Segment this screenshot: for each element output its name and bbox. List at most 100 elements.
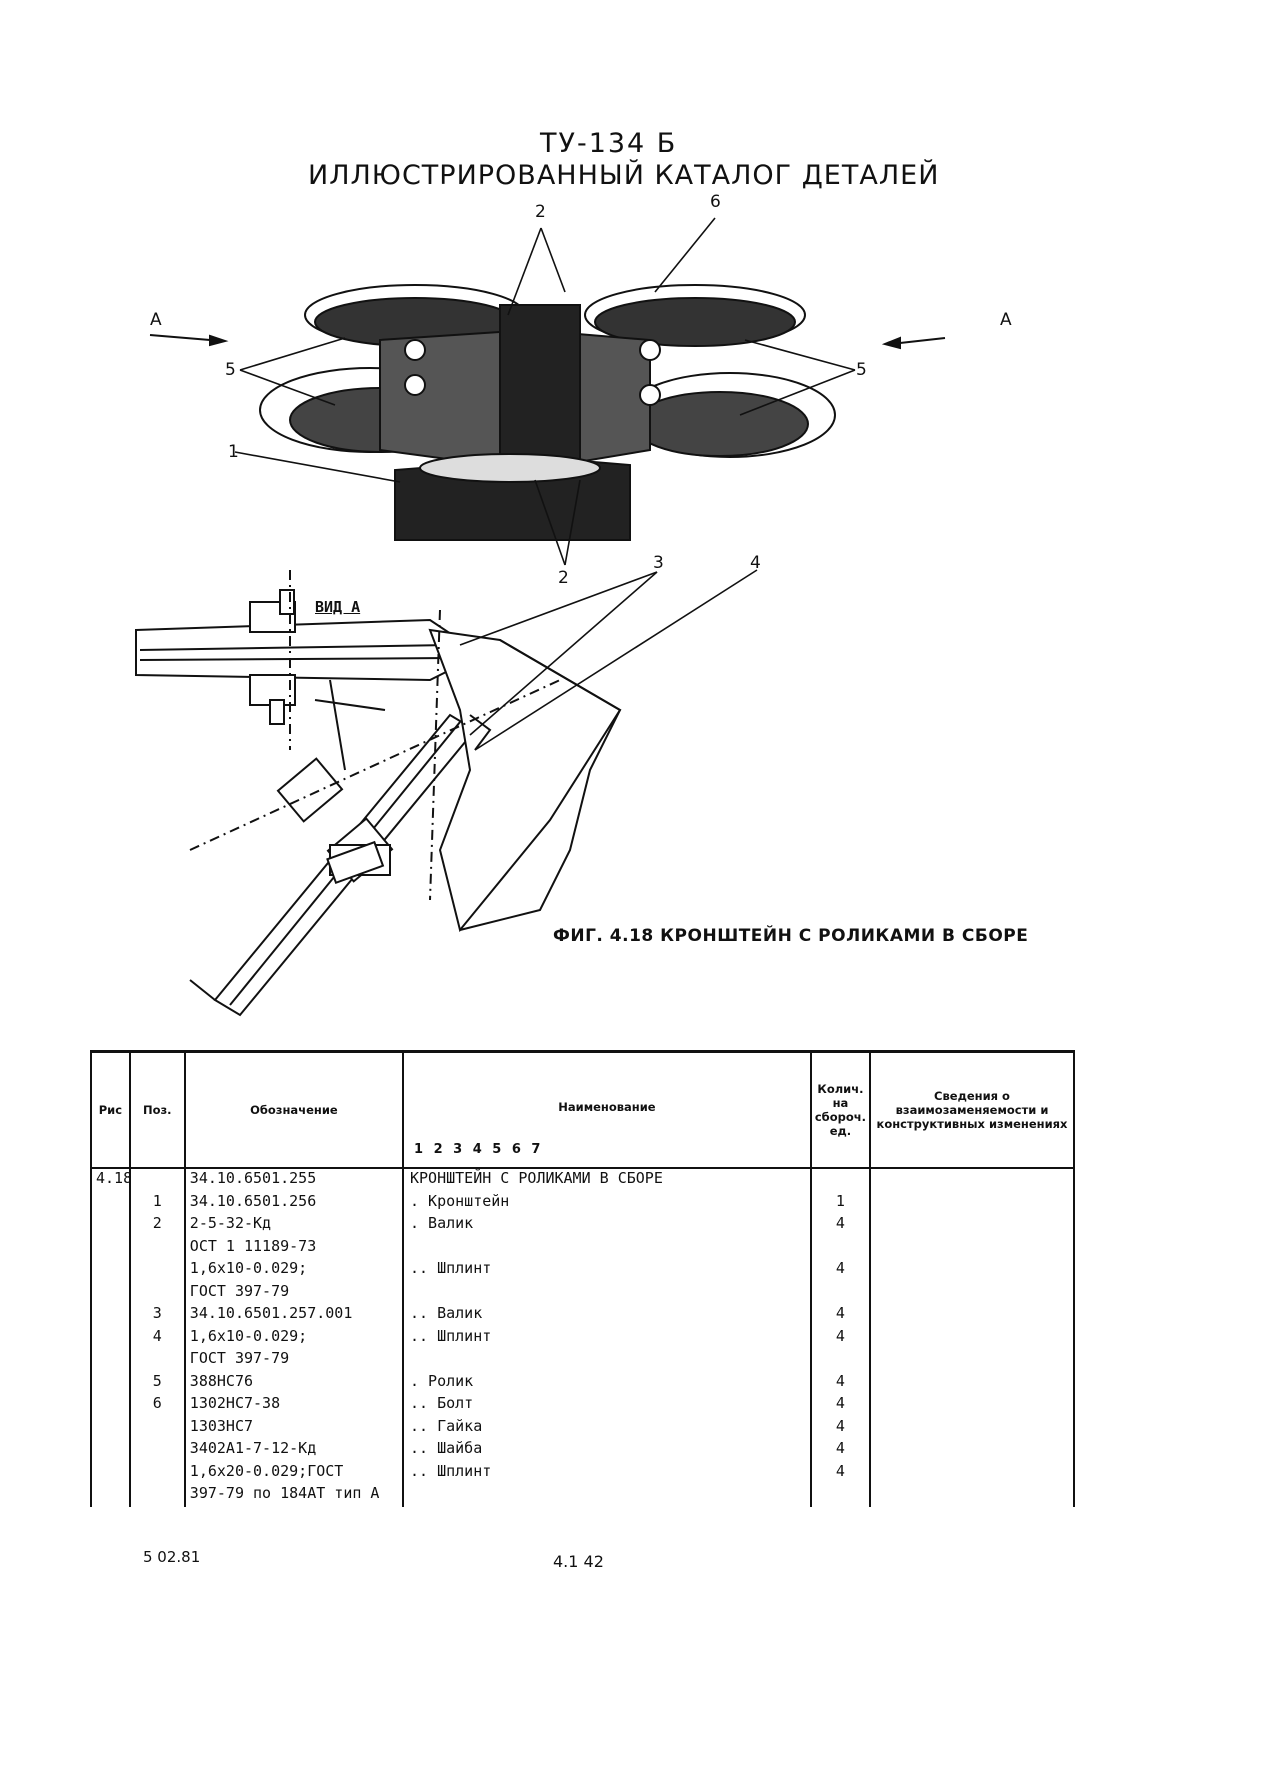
cell-fig	[90, 1281, 131, 1304]
cell-qty	[809, 1484, 872, 1507]
cell-pos: 1	[128, 1191, 186, 1214]
cell-notes	[869, 1484, 1075, 1507]
cell-designation: 3402А1-7-12-Кд	[183, 1439, 405, 1462]
catalog-title: ИЛЛЮСТРИРОВАННЫЙ КАТАЛОГ ДЕТАЛЕЙ	[308, 160, 940, 191]
callout-1: 1	[228, 442, 239, 462]
header-name-label: Наименование	[558, 1100, 656, 1114]
cell-notes	[869, 1326, 1075, 1349]
cell-qty: 4	[809, 1416, 872, 1439]
cell-pos	[128, 1168, 186, 1192]
cell-name: КРОНШТЕЙН С РОЛИКАМИ В СБОРЕ	[402, 1168, 812, 1192]
header-pos: Поз.	[128, 1050, 186, 1169]
cell-fig	[90, 1326, 131, 1349]
header-designation: Обозначение	[183, 1050, 405, 1169]
cell-pos	[128, 1281, 186, 1304]
cell-qty: 4	[809, 1461, 872, 1484]
callout-6: 6	[710, 192, 721, 212]
cell-pos	[128, 1416, 186, 1439]
cell-fig	[90, 1394, 131, 1417]
view-a-label: ВИД А	[315, 598, 361, 616]
cell-notes	[869, 1168, 1075, 1192]
cell-notes	[869, 1259, 1075, 1282]
cell-name: .. Шплинт	[402, 1326, 812, 1349]
cell-name: . Валик	[402, 1214, 812, 1237]
cell-notes	[869, 1349, 1075, 1372]
cell-pos	[128, 1484, 186, 1507]
parts-list-table: Рис Поз. Обозначение Наименование 1 2 3 …	[90, 1050, 1075, 1507]
callout-2-top: 2	[535, 202, 546, 222]
cell-notes	[869, 1281, 1075, 1304]
table-row: 397-79 по 184АТ тип А	[90, 1484, 1075, 1507]
cell-qty	[809, 1236, 872, 1259]
cell-qty: 4	[809, 1394, 872, 1417]
footer-page-number: 4.1 42	[553, 1552, 604, 1571]
header-qty: Колич. на сбороч. ед.	[809, 1050, 872, 1169]
cell-fig	[90, 1416, 131, 1439]
cell-designation: ОСТ 1 11189-73	[183, 1236, 405, 1259]
header-fig: Рис	[90, 1050, 131, 1169]
cell-designation: 34.10.6501.256	[183, 1191, 405, 1214]
cell-name: .. Шплинт	[402, 1461, 812, 1484]
cell-designation: ГОСТ 397-79	[183, 1349, 405, 1372]
cell-pos: 2	[128, 1214, 186, 1237]
assembly-illustration: 2 6 A A 5 5 1 2 3 4	[130, 192, 1080, 1050]
cell-name	[402, 1281, 812, 1304]
cell-qty: 1	[809, 1191, 872, 1214]
cell-pos	[128, 1236, 186, 1259]
cell-pos: 4	[128, 1326, 186, 1349]
cell-name: .. Шайба	[402, 1439, 812, 1462]
cell-pos: 5	[128, 1371, 186, 1394]
cell-pos: 6	[128, 1394, 186, 1417]
header-name: Наименование 1 2 3 4 5 6 7	[402, 1050, 812, 1169]
cell-designation: 34.10.6501.257.001	[183, 1304, 405, 1327]
callout-4: 4	[750, 553, 761, 573]
cell-fig	[90, 1461, 131, 1484]
cell-qty: 4	[809, 1214, 872, 1237]
table-row: ГОСТ 397-79	[90, 1349, 1075, 1372]
roller-bracket-drawing	[135, 217, 946, 1017]
cell-notes	[869, 1394, 1075, 1417]
callout-5-left: 5	[225, 360, 236, 380]
cell-fig	[90, 1304, 131, 1327]
cell-qty	[809, 1281, 872, 1304]
cell-fig	[90, 1484, 131, 1507]
header-notes: Сведения о взаимозаменяемости и конструк…	[869, 1050, 1075, 1169]
table-header-row: Рис Поз. Обозначение Наименование 1 2 3 …	[90, 1050, 1075, 1169]
arrow-label-a-left: A	[150, 310, 162, 330]
cell-name: .. Шплинт	[402, 1259, 812, 1282]
cell-qty	[809, 1349, 872, 1372]
cell-notes	[869, 1439, 1075, 1462]
cell-fig	[90, 1371, 131, 1394]
cell-qty: 4	[809, 1439, 872, 1462]
cell-pos	[128, 1259, 186, 1282]
cell-designation: 388НС76	[183, 1371, 405, 1394]
cell-fig	[90, 1236, 131, 1259]
footer-date: 5 02.81	[143, 1548, 201, 1566]
cell-name: .. Болт	[402, 1394, 812, 1417]
cell-name	[402, 1349, 812, 1372]
table-row: ГОСТ 397-79	[90, 1281, 1075, 1304]
cell-qty	[809, 1168, 872, 1192]
cell-designation: 1,6х10-0.029;	[183, 1326, 405, 1349]
callout-2-bottom: 2	[558, 568, 569, 588]
cell-notes	[869, 1304, 1075, 1327]
cell-notes	[869, 1191, 1075, 1214]
cell-pos	[128, 1349, 186, 1372]
cell-qty: 4	[809, 1259, 872, 1282]
cell-fig	[90, 1214, 131, 1237]
cell-designation: ГОСТ 397-79	[183, 1281, 405, 1304]
cell-notes	[869, 1416, 1075, 1439]
cell-notes	[869, 1214, 1075, 1237]
cell-fig: 4.18	[90, 1168, 131, 1192]
cell-qty: 4	[809, 1371, 872, 1394]
